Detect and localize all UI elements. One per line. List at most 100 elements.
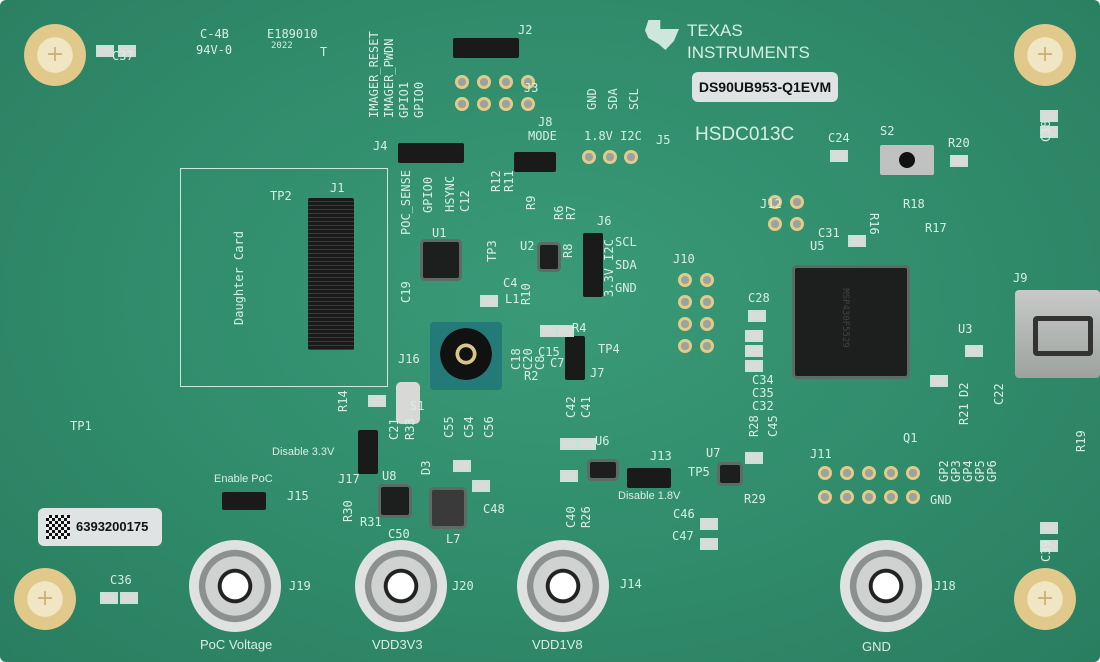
silkscreen-label: C28 (748, 291, 770, 305)
u1-chip (423, 242, 459, 278)
silkscreen-label: SDA (615, 258, 637, 272)
header-pin-pad (678, 273, 692, 287)
header-pin-pad (862, 490, 876, 504)
silkscreen-label: J9 (1013, 271, 1028, 285)
silkscreen-label: R9 (524, 195, 538, 210)
silkscreen-label: J18 (934, 579, 956, 593)
smd-component (930, 375, 948, 387)
silkscreen-label: C22 (992, 383, 1006, 405)
mounting-hole (24, 24, 86, 86)
silkscreen-label: C45 (766, 415, 780, 437)
silkscreen-label: U2 (520, 239, 535, 253)
silkscreen-label: C38 (1039, 120, 1053, 142)
silkscreen-label: J1 (330, 181, 345, 195)
u5-microcontroller: MSP430F5529 (795, 268, 907, 376)
smd-component (560, 438, 578, 450)
silkscreen-label: R2 (524, 369, 539, 383)
silkscreen-label: J3 (524, 81, 539, 95)
silkscreen-label: J2 (518, 23, 533, 37)
smd-component (1040, 522, 1058, 534)
silkscreen-label: TP2 (270, 189, 292, 203)
logo-instruments: INSTRUMENTS (687, 43, 810, 62)
smd-component (1040, 126, 1058, 138)
silkscreen-label: IMAGER_RESET (367, 31, 381, 118)
header-pin-pad (768, 217, 782, 231)
j6-header[interactable] (583, 233, 603, 297)
silkscreen-label: GND (930, 493, 952, 507)
silkscreen-label: C15 (538, 345, 560, 359)
header-pin-pad (768, 195, 782, 209)
silkscreen-label: C55 (442, 416, 456, 438)
silkscreen-label: J11 (810, 447, 832, 461)
silkscreen-label: C32 (752, 399, 774, 413)
silkscreen-label: R31 (360, 515, 382, 529)
j13-jumper[interactable] (627, 468, 671, 488)
silkscreen-label: R14 (336, 390, 350, 412)
header-pin-pad (678, 339, 692, 353)
silkscreen-label: R4 (572, 321, 587, 335)
smd-component (1040, 110, 1058, 122)
silkscreen-label: PoC Voltage (200, 637, 273, 652)
silkscreen-label: C48 (483, 502, 505, 516)
smd-component (120, 592, 138, 604)
smd-component (830, 150, 848, 162)
header-pin-pad (603, 150, 617, 164)
smd-component (118, 45, 136, 57)
smd-component (745, 345, 763, 357)
smd-component (700, 518, 718, 530)
u2-chip (540, 245, 558, 269)
silkscreen-label: C31 (818, 226, 840, 240)
silkscreen-label: C39 (1039, 540, 1053, 562)
header-pin-pad (790, 217, 804, 231)
j15-jumper[interactable] (222, 492, 266, 510)
j14-vdd1v8-jack[interactable] (517, 540, 609, 632)
s1-button[interactable] (396, 382, 420, 424)
j20-vdd3v3-jack[interactable] (355, 540, 447, 632)
silkscreen-label: TP5 (688, 465, 710, 479)
silkscreen-label: R26 (579, 506, 593, 528)
u8-chip (381, 487, 409, 515)
silkscreen-label: R29 (744, 492, 766, 506)
silkscreen-label: J13 (650, 449, 672, 463)
silkscreen-label: R16 (867, 213, 881, 235)
header-pin-pad (862, 466, 876, 480)
silkscreen-label: R28 (747, 415, 761, 437)
smd-component (700, 538, 718, 550)
j2-jumper[interactable] (453, 38, 519, 58)
j8-jumper[interactable] (514, 152, 556, 172)
silkscreen-label: T (320, 45, 328, 59)
silkscreen-label: GP6 (985, 460, 999, 482)
l7-inductor (432, 490, 464, 526)
header-pin-pad (700, 273, 714, 287)
header-pin-pad (818, 490, 832, 504)
header-pin-pad (678, 317, 692, 331)
silkscreen-label: GPIO0 (412, 81, 426, 118)
j17-jumper[interactable] (358, 430, 378, 474)
silkscreen-label: J17 (338, 472, 360, 486)
j7-jumper[interactable] (565, 336, 585, 380)
header-pin-pad (700, 317, 714, 331)
s2-button[interactable] (880, 145, 934, 175)
j9-usb-connector[interactable] (1015, 290, 1100, 378)
silkscreen-label: GND (615, 281, 637, 295)
serial-label: 6393200175 (38, 508, 162, 546)
smd-component (472, 480, 490, 492)
j18-gnd-jack[interactable] (840, 540, 932, 632)
j16-coax-connector[interactable] (430, 322, 502, 390)
j1-connector (308, 198, 354, 350)
silkscreen-label: C47 (672, 529, 694, 543)
silkscreen-label: U6 (595, 434, 610, 448)
silkscreen-label: J4 (373, 139, 388, 153)
header-pin-pad (840, 490, 854, 504)
header-pin-pad (499, 97, 513, 111)
j4-jumper[interactable] (398, 143, 464, 163)
silkscreen-label: J12 (760, 197, 782, 211)
silkscreen-label: C50 (388, 527, 410, 541)
silkscreen-label: R33 (403, 418, 417, 440)
silkscreen-label: C19 (399, 281, 413, 303)
mounting-hole (14, 568, 76, 630)
j19-poc-voltage-jack[interactable] (189, 540, 281, 632)
mounting-hole (1014, 568, 1076, 630)
silkscreen-label: C41 (579, 396, 593, 418)
silkscreen-label: J5 (656, 133, 671, 147)
